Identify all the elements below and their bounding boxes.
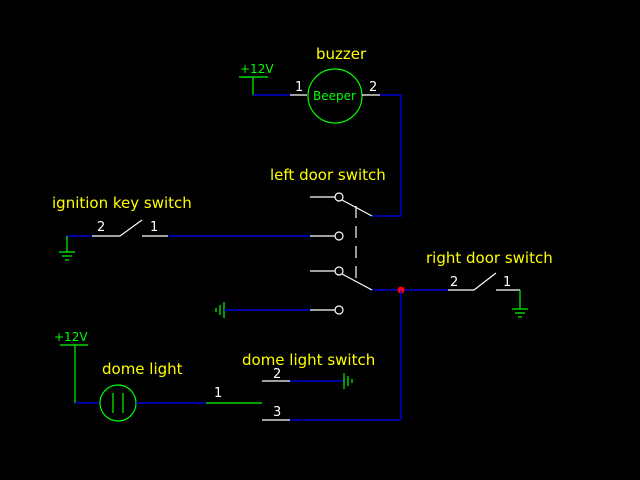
plus12v-left-symbol: +12V: [54, 330, 88, 403]
dome-switch-pin3-label: 3: [273, 405, 281, 420]
left-door-switch-symbol: [310, 192, 373, 315]
right-door-pin2-label: 2: [450, 275, 458, 290]
dome-light-switch-symbol: [262, 380, 290, 421]
plus12v-top-label: +12V: [240, 62, 274, 76]
left-door-ground-symbol: [215, 302, 225, 318]
right-door-ground-symbol: [512, 290, 528, 318]
right-door-switch-label: right door switch: [426, 249, 553, 267]
plus12v-left-label: +12V: [54, 330, 88, 344]
wire-buzzer-to-left-door: [372, 94, 402, 217]
ignition-key-switch-label: ignition key switch: [52, 194, 192, 212]
dome-light-switch-label: dome light switch: [242, 351, 375, 369]
buzzer-label: buzzer: [316, 45, 367, 63]
dome-switch-pin2-label: 2: [273, 367, 281, 382]
ignition-pin1-label: 1: [150, 220, 158, 235]
left-door-switch-label: left door switch: [270, 166, 386, 184]
dome-switch-ground-symbol: [343, 373, 353, 389]
beeper-label: Beeper: [313, 89, 356, 103]
ignition-ground-symbol: [59, 235, 92, 261]
ignition-pin2-label: 2: [97, 220, 105, 235]
plus12v-top-symbol: +12V: [239, 62, 274, 95]
right-door-switch-symbol: [448, 272, 520, 291]
dome-light-pin1-label: 1: [214, 386, 222, 401]
right-door-pin1-label: 1: [503, 275, 511, 290]
buzzer-symbol: Beeper: [307, 68, 363, 124]
buzzer-pin1-label: 1: [295, 80, 303, 95]
dome-light-label: dome light: [102, 360, 183, 378]
buzzer-pin2-label: 2: [369, 80, 377, 95]
dome-light-symbol: [99, 384, 137, 422]
ignition-key-switch-symbol: [92, 219, 168, 237]
